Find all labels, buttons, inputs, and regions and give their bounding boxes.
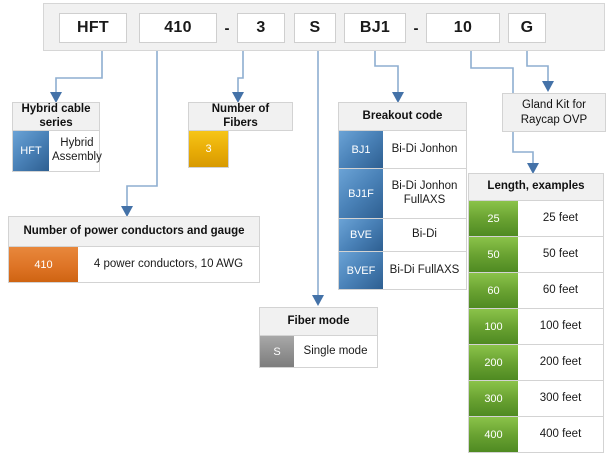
part-number-segment-3[interactable]: 3 <box>237 13 285 43</box>
card-number-of-fibers: Number of Fibers 3 <box>188 102 293 168</box>
table-row[interactable]: S Single mode <box>259 336 378 368</box>
code-description: 100 feet <box>539 319 582 332</box>
table-row[interactable]: BVEF Bi-Di FullAXS <box>338 252 467 290</box>
table-row[interactable]: BJ1 Bi-Di Jonhon <box>338 131 467 169</box>
table-row[interactable]: 410 4 power conductors, 10 AWG <box>8 247 260 283</box>
code-description: 200 feet <box>539 355 582 368</box>
table-row[interactable]: BVE Bi-Di <box>338 219 467 252</box>
table-row[interactable]: 200 200 feet <box>468 345 604 381</box>
card-title-number-of-fibers: Number of Fibers <box>188 102 293 131</box>
table-row[interactable]: 25 25 feet <box>468 201 604 237</box>
code-chip-bj1: BJ1 <box>339 131 383 168</box>
gland-kit-box: Gland Kit for Raycap OVP <box>502 93 606 132</box>
table-row[interactable]: 300 300 feet <box>468 381 604 417</box>
code-chip-bve: BVE <box>339 219 383 251</box>
code-chip-bj1f: BJ1F <box>339 169 383 218</box>
card-title-length-examples: Length, examples <box>468 173 604 201</box>
code-chip-bvef: BVEF <box>339 252 383 289</box>
table-row[interactable]: 60 60 feet <box>468 273 604 309</box>
code-chip-400: 400 <box>469 417 518 452</box>
code-chip-60: 60 <box>469 273 518 308</box>
part-number-dash-1: - <box>224 19 230 37</box>
card-title-hybrid-cable-series: Hybrid cable series <box>12 102 100 131</box>
code-chip-3: 3 <box>188 131 229 168</box>
code-description: Single mode <box>303 344 368 357</box>
part-number-segment-bj1[interactable]: BJ1 <box>344 13 406 43</box>
part-number-segment-g[interactable]: G <box>508 13 546 43</box>
code-chip-200: 200 <box>469 345 518 380</box>
part-number-segment-10[interactable]: 10 <box>426 13 500 43</box>
card-breakout-code: Breakout code BJ1 Bi-Di Jonhon BJ1F Bi-D… <box>338 102 467 290</box>
card-title-power-conductors: Number of power conductors and gauge <box>8 216 260 247</box>
code-description: 25 feet <box>542 211 579 224</box>
code-chip-hft: HFT <box>13 131 49 171</box>
code-description: Bi-Di Jonhon <box>391 142 458 155</box>
card-fiber-mode: Fiber mode S Single mode <box>259 307 378 368</box>
table-row[interactable]: 400 400 feet <box>468 417 604 453</box>
code-chip-25: 25 <box>469 201 518 236</box>
card-power-conductors: Number of power conductors and gauge 410… <box>8 216 260 283</box>
table-row[interactable]: BJ1F Bi-Di Jonhon FullAXS <box>338 169 467 219</box>
code-description: 50 feet <box>542 247 579 260</box>
code-chip-300: 300 <box>469 381 518 416</box>
code-description: Bi-Di FullAXS <box>389 263 460 276</box>
code-description: Bi-Di <box>412 228 437 241</box>
code-description: 60 feet <box>542 283 579 296</box>
table-row[interactable]: HFT Hybrid Assembly <box>12 131 102 172</box>
part-number-segment-s[interactable]: S <box>294 13 336 43</box>
part-number-bar: HFT 410 - 3 S BJ1 - 10 G <box>43 3 605 51</box>
code-description: 400 feet <box>539 427 582 440</box>
code-chip-100: 100 <box>469 309 518 344</box>
code-chip-410: 410 <box>9 247 78 282</box>
code-description: Bi-Di Jonhon FullAXS <box>391 179 458 206</box>
part-number-segment-hft[interactable]: HFT <box>59 13 127 43</box>
part-number-dash-2: - <box>413 19 419 37</box>
code-description: Hybrid Assembly <box>52 137 102 163</box>
table-row[interactable]: 50 50 feet <box>468 237 604 273</box>
card-length-examples: Length, examples 25 25 feet 50 50 feet 6… <box>468 173 604 453</box>
code-description: 300 feet <box>539 391 582 404</box>
card-hybrid-cable-series: Hybrid cable series HFT Hybrid Assembly <box>12 102 102 172</box>
card-title-fiber-mode: Fiber mode <box>259 307 378 336</box>
code-description: 4 power conductors, 10 AWG <box>93 257 244 270</box>
code-chip-50: 50 <box>469 237 518 272</box>
code-chip-s: S <box>260 336 294 367</box>
table-row[interactable]: 3 <box>188 131 293 168</box>
card-title-breakout-code: Breakout code <box>338 102 467 131</box>
part-number-segment-410[interactable]: 410 <box>139 13 217 43</box>
table-row[interactable]: 100 100 feet <box>468 309 604 345</box>
